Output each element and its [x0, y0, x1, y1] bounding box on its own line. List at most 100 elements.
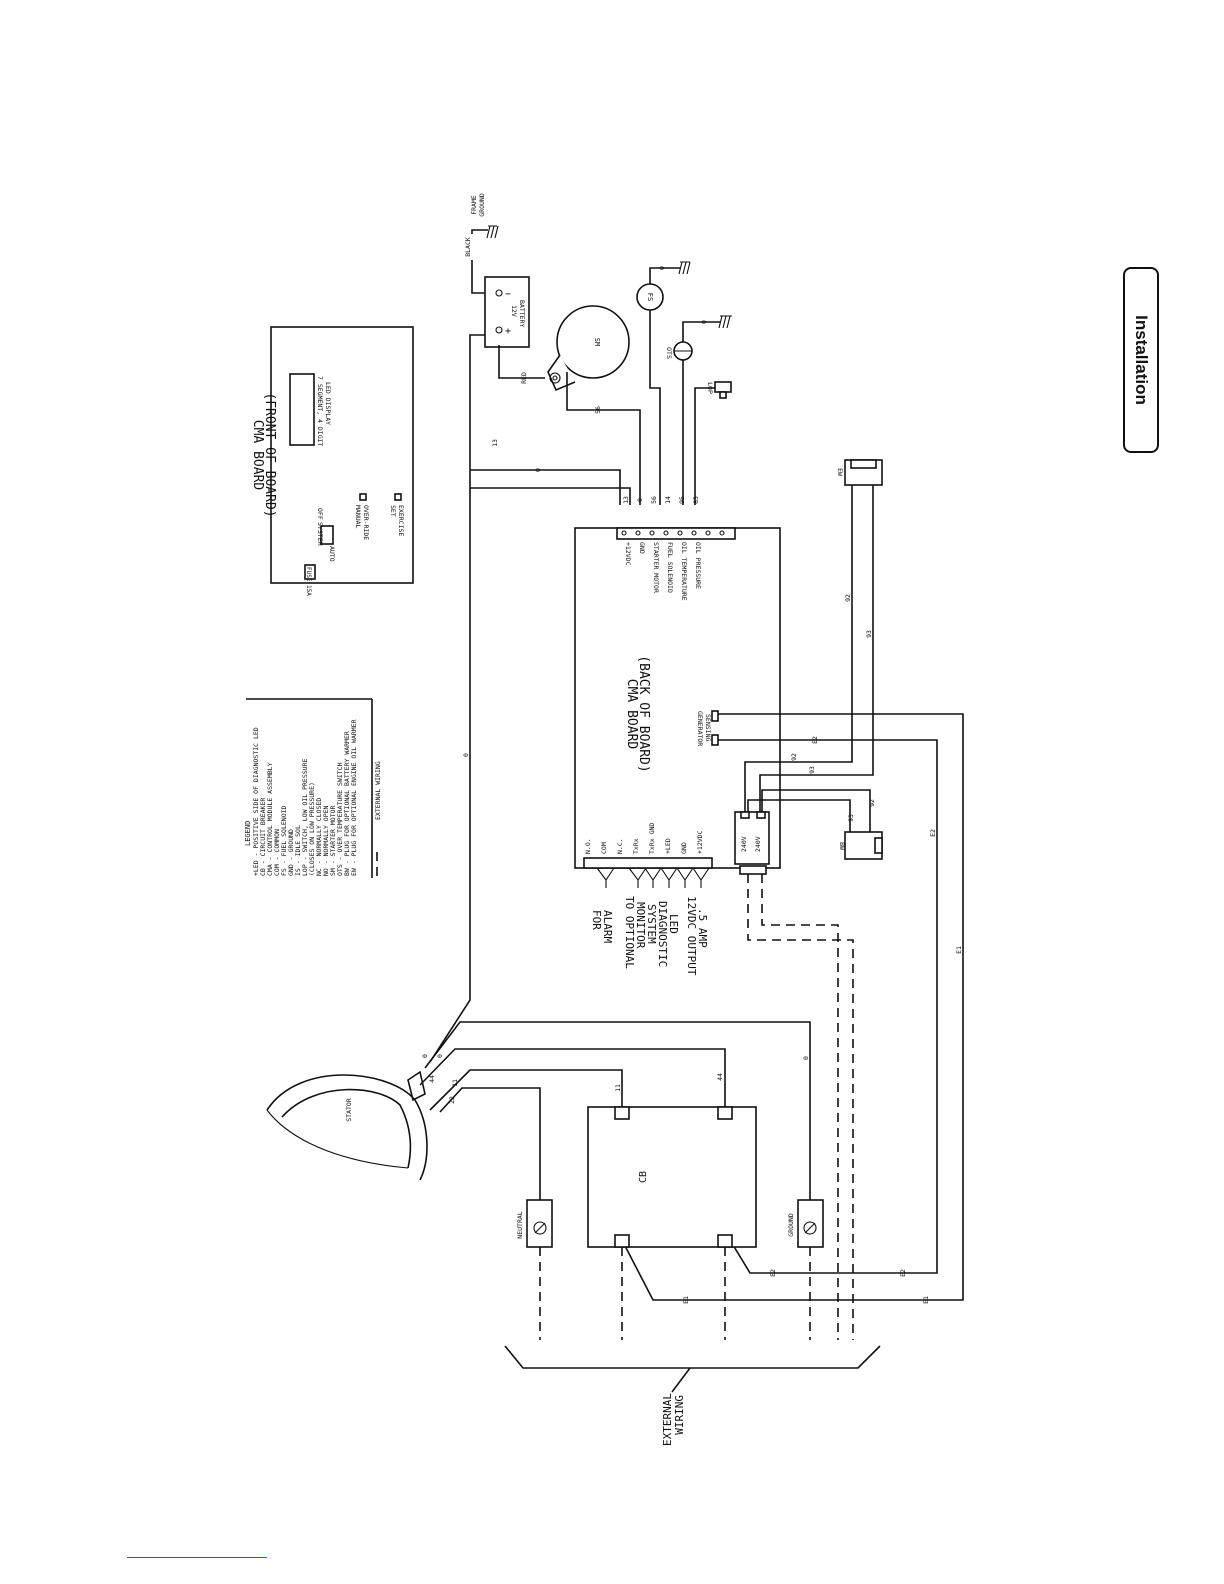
svg-text:92: 92 [790, 753, 798, 761]
svg-text:−: − [505, 289, 511, 300]
svg-text:MANUAL: MANUAL [354, 505, 362, 529]
footer-rule [127, 1557, 267, 1558]
svg-text:BW - PLUG FOR OPTIONAL BATTE: BW - PLUG FOR OPTIONAL BATTERY WARMER [343, 731, 351, 876]
svg-text:FRAME: FRAME [470, 195, 478, 215]
svg-text:56: 56 [594, 406, 602, 414]
svg-text:GND: GND [638, 542, 646, 554]
system-switch[interactable] [320, 525, 334, 545]
svg-text:SET: SET [389, 505, 397, 517]
svg-text:E1: E1 [955, 946, 963, 954]
svg-text:0: 0 [658, 266, 666, 270]
svg-text:MONITOR: MONITOR [634, 902, 647, 949]
neutral-terminal: NEUTRAL [516, 1199, 553, 1248]
svg-text:LED: LED [667, 914, 680, 934]
svg-text:TO OPTIONAL: TO OPTIONAL [623, 896, 636, 969]
svg-text:0: 0 [700, 320, 708, 324]
svg-text:.5 AMP: .5 AMP [696, 908, 709, 948]
back-board-subtitle: (BACK OF BOARD) [636, 655, 651, 772]
svg-text:NEUTRAL: NEUTRAL [516, 1211, 524, 1238]
svg-text:ALARM: ALARM [601, 910, 614, 943]
svg-text:OFF: OFF [316, 508, 324, 520]
svg-text:13: 13 [622, 496, 630, 504]
svg-text:E2: E2 [811, 736, 819, 744]
svg-text:44: 44 [428, 1075, 436, 1083]
svg-text:OVER-RIDE: OVER-RIDE [362, 505, 370, 540]
cma-back-board: +12VDC GND STARTER MOTOR FUEL SOLENOID O… [574, 527, 781, 875]
battery: − + 12V BATTERY [484, 276, 530, 348]
svg-text:FOR: FOR [590, 910, 603, 930]
svg-text:GROUND: GROUND [787, 1213, 795, 1237]
svg-text:22: 22 [448, 1096, 456, 1104]
svg-text:GND - GROUND: GND - GROUND [287, 829, 295, 876]
svg-text:TxRx: TxRx [632, 838, 640, 854]
svg-text:0: 0 [462, 753, 470, 757]
svg-text:0: 0 [636, 498, 644, 502]
svg-text:EXTERNAL WIRING: EXTERNAL WIRING [374, 761, 382, 820]
svg-text:12VDC OUTPUT: 12VDC OUTPUT [685, 896, 698, 976]
svg-text:CMA - CONTROL MODULE ASSEMBLY: CMA - CONTROL MODULE ASSEMBLY [266, 762, 274, 876]
svg-text:NC - NORMALLY CLOSED: NC - NORMALLY CLOSED [315, 798, 323, 876]
svg-text:LOP - SWITCH, LOW OIL PRESSUR: LOP - SWITCH, LOW OIL PRESSURE [301, 759, 309, 876]
fuse-label: FUSE 15A [305, 567, 312, 596]
svg-text:AUTO: AUTO [328, 546, 336, 562]
svg-text:GND: GND [680, 842, 688, 854]
svg-text:STATOR: STATOR [345, 1098, 353, 1122]
svg-text:93: 93 [847, 814, 855, 822]
svg-text:SYSTEM: SYSTEM [645, 904, 658, 944]
manual-override-button[interactable] [359, 493, 367, 501]
svg-text:FS - FUEL SOLENOID: FS - FUEL SOLENOID [280, 805, 288, 876]
back-board-title: CMA BOARD [624, 679, 639, 750]
circuit-breaker: CB [587, 1106, 757, 1248]
svg-text:SYSTEM: SYSTEM [316, 522, 324, 546]
svg-text:OIL TEMPERATURE: OIL TEMPERATURE [680, 542, 688, 601]
fuel-solenoid: FS [636, 283, 664, 311]
section-tab-label: Installation [1132, 315, 1151, 405]
svg-text:+: + [505, 326, 511, 337]
svg-text:56: 56 [650, 496, 658, 504]
svg-text:WIRING: WIRING [673, 1395, 686, 1435]
svg-text:92: 92 [844, 594, 852, 602]
svg-text:240V: 240V [740, 836, 748, 852]
svg-text:E1: E1 [922, 1296, 930, 1304]
svg-text:RED: RED [520, 372, 528, 384]
stator: STATOR [266, 1070, 428, 1181]
svg-text:E1: E1 [682, 1296, 690, 1304]
led-display [289, 373, 315, 446]
ground-terminal: GROUND [787, 1199, 824, 1248]
svg-text:E2: E2 [769, 1269, 777, 1277]
svg-text:EXERCISE: EXERCISE [397, 505, 405, 536]
svg-text:IS - IDLE SOL: IS - IDLE SOL [294, 825, 302, 876]
section-tab: Installation [1123, 267, 1159, 453]
svg-text:0: 0 [534, 468, 542, 472]
svg-text:11: 11 [614, 1084, 622, 1092]
svg-text:COM: COM [600, 842, 608, 854]
svg-text:240V: 240V [754, 836, 762, 852]
svg-text:+LED - POSITIVE SIDE OF DIAGNO: +LED - POSITIVE SIDE OF DIAGNOSTIC LED [252, 727, 260, 876]
starter-motor: SM [547, 305, 630, 392]
set-exercise-button[interactable] [394, 493, 402, 501]
svg-text:0: 0 [421, 1054, 429, 1058]
svg-text:CB - CIRCUIT BREAKER: CB - CIRCUIT BREAKER [259, 798, 267, 876]
svg-text:DIAGNOSTIC: DIAGNOSTIC [656, 901, 669, 967]
bottom-notes: FOR ALARM TO OPTIONAL MONITOR SYSTEM DIA… [590, 896, 709, 976]
svg-text:95: 95 [678, 496, 686, 504]
svg-text:85: 85 [692, 496, 700, 504]
svg-text:93: 93 [865, 630, 873, 638]
svg-text:COM - COMMON: COM - COMMON [273, 829, 281, 876]
svg-text:7 SEGMENT, 4 DIGIT: 7 SEGMENT, 4 DIGIT [316, 376, 324, 447]
svg-text:13: 13 [491, 439, 499, 447]
svg-text:STARTER MOTOR: STARTER MOTOR [652, 542, 660, 593]
front-board-title: CMA BOARD [250, 420, 265, 491]
svg-text:44: 44 [716, 1073, 724, 1081]
svg-text:14: 14 [664, 496, 672, 504]
legend: LEGEND +LED - POSITIVE SIDE OF DIAGNOSTI… [244, 698, 382, 878]
svg-text:EW - PLUG FOR OPTIONAL ENGIN: EW - PLUG FOR OPTIONAL ENGINE OIL WARMER [350, 719, 358, 876]
svg-text:LED DISPLAY: LED DISPLAY [324, 382, 332, 425]
svg-text:0: 0 [802, 1056, 810, 1060]
engine-oil-warmer-plug: EW [836, 459, 883, 486]
cb-label: CB [638, 1171, 649, 1183]
svg-text:GENERATOR: GENERATOR [696, 711, 704, 746]
svg-text:(CLOSES ON LOW PRESSURE): (CLOSES ON LOW PRESSURE) [308, 782, 316, 876]
svg-text:NO - NORMALLY OPEN: NO - NORMALLY OPEN [322, 805, 330, 876]
